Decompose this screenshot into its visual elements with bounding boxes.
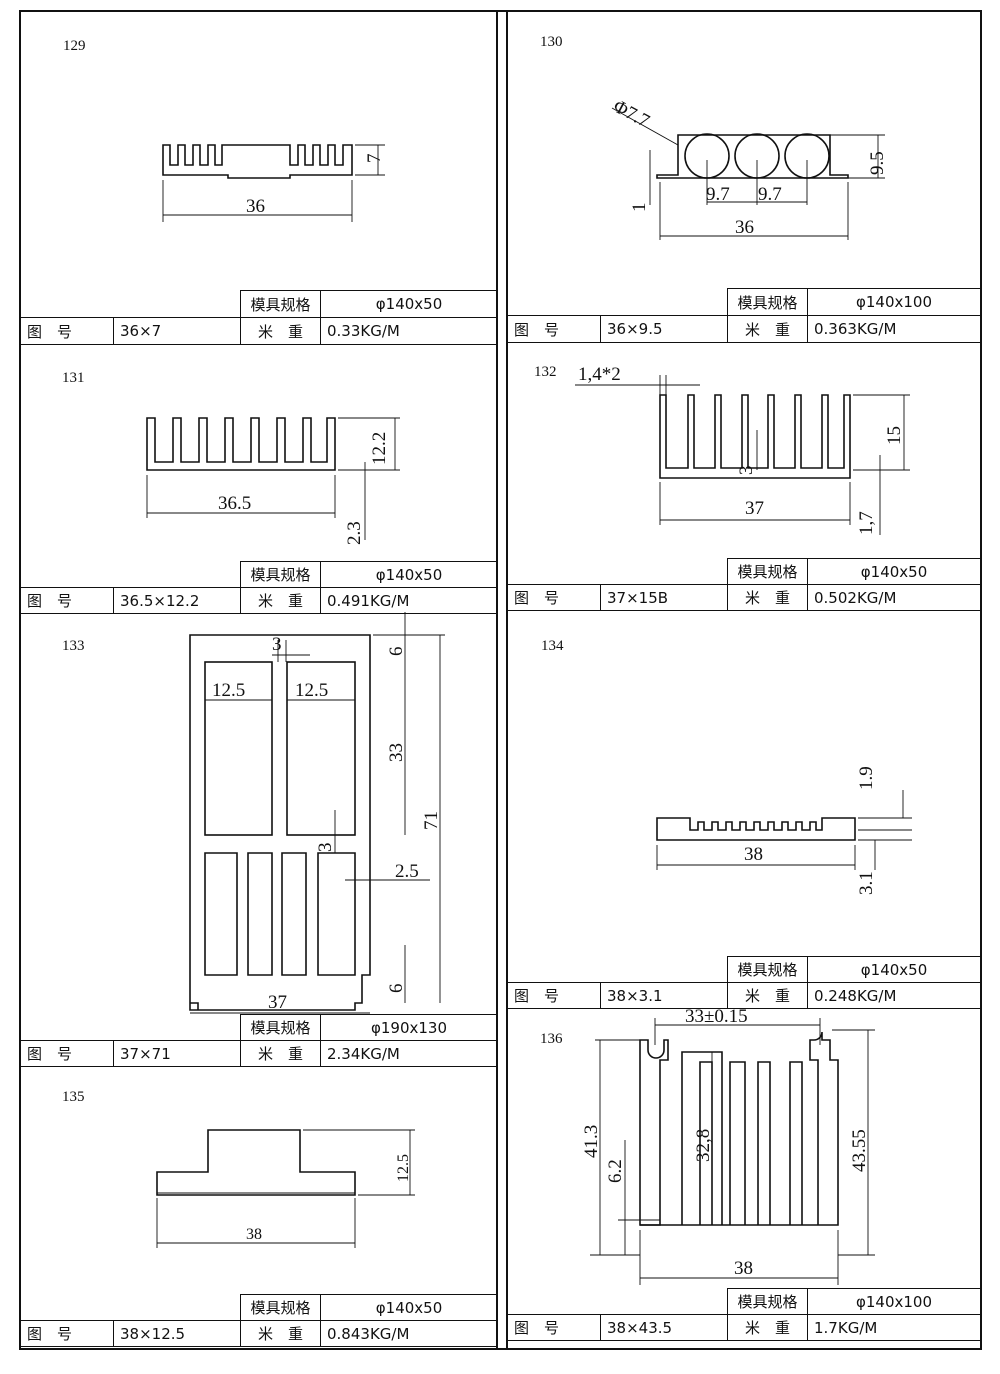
panel-number-132: 132 — [534, 364, 557, 380]
dim-label: 12.5 — [295, 680, 328, 701]
dim-label: 43.55 — [849, 1129, 870, 1172]
dim-label: 2.5 — [395, 861, 419, 882]
dim-label: 71 — [421, 811, 442, 830]
dim-label: 7 — [364, 154, 385, 164]
dim-label: 37 — [268, 992, 287, 1013]
profile-136: 33±0.15 41.3 6.2 32,8 43.55 38 — [581, 1006, 875, 1285]
profile-131: 12.2 36.5 2.3 — [146, 417, 400, 545]
dim-label: 12.5 — [395, 1154, 412, 1182]
dim-label: 37 — [745, 498, 764, 519]
profile-134: 1.9 38 3.1 — [656, 766, 912, 895]
profile-133: 3 12.5 12.5 6 33 71 3 2.5 6 37 — [189, 612, 445, 1014]
dim-label: 38 — [744, 844, 763, 865]
dim-label: 41.3 — [581, 1125, 602, 1158]
profile-135: 12.5 38 — [156, 1129, 415, 1248]
panel-number-129: 129 — [63, 38, 86, 54]
dim-label: 2.3 — [344, 521, 365, 545]
panel-number-130: 130 — [540, 34, 563, 50]
weight-value: 2.34KG/M — [320, 1040, 498, 1067]
weight-value: 0.248KG/M — [807, 982, 981, 1009]
profile-129: 7 36 — [162, 144, 385, 222]
dim-label: 9.5 — [867, 151, 888, 175]
dim-label: 33±0.15 — [685, 1006, 748, 1027]
dim-label: 3 — [272, 634, 282, 655]
dim-label: 6.2 — [605, 1159, 626, 1183]
panel-number-133: 133 — [62, 638, 85, 654]
weight-value: 0.363KG/M — [807, 315, 981, 343]
dim-label: 36 — [735, 217, 754, 238]
weight-value: 0.33KG/M — [320, 317, 498, 345]
weight-value: 0.502KG/M — [807, 584, 981, 611]
dim-label: 1.9 — [856, 766, 877, 790]
profile-130: Φ7.7 9.5 9.7 9.7 36 1 — [610, 96, 888, 240]
dim-label: 1,4*2 — [578, 364, 621, 385]
dim-label: 9.7 — [706, 184, 730, 205]
dim-label: 3.1 — [856, 871, 877, 895]
dim-label: 6 — [386, 984, 407, 994]
panel-number-136: 136 — [540, 1031, 563, 1047]
dim-label: 1 — [629, 203, 650, 213]
dim-label: 36 — [246, 196, 265, 217]
dim-label: 38 — [246, 1226, 262, 1243]
dim-label: 36.5 — [218, 493, 251, 514]
dim-label: 12.5 — [212, 680, 245, 701]
panel-number-134: 134 — [541, 638, 564, 654]
weight-value: 0.843KG/M — [320, 1320, 498, 1347]
dim-label: Φ7.7 — [610, 96, 653, 132]
dim-label: 32,8 — [693, 1129, 714, 1162]
dim-label: 1,7 — [856, 511, 877, 535]
dim-label: 38 — [734, 1258, 753, 1279]
weight-value: 0.491KG/M — [320, 587, 498, 614]
dim-label: 9.7 — [758, 184, 782, 205]
profile-132: 1,4*2 15 3 37 1,7 — [575, 364, 910, 535]
dim-label: 3 — [315, 843, 336, 853]
weight-value: 1.7KG/M — [807, 1314, 981, 1341]
dim-label: 15 — [884, 426, 905, 445]
column-divider — [496, 10, 508, 1350]
dim-label: 12.2 — [369, 432, 390, 465]
dim-label: 3 — [736, 466, 757, 476]
dim-label: 33 — [386, 743, 407, 762]
panel-number-135: 135 — [62, 1089, 85, 1105]
panel-number-131: 131 — [62, 370, 85, 386]
dim-label: 6 — [386, 647, 407, 657]
page-frame — [19, 10, 982, 1350]
